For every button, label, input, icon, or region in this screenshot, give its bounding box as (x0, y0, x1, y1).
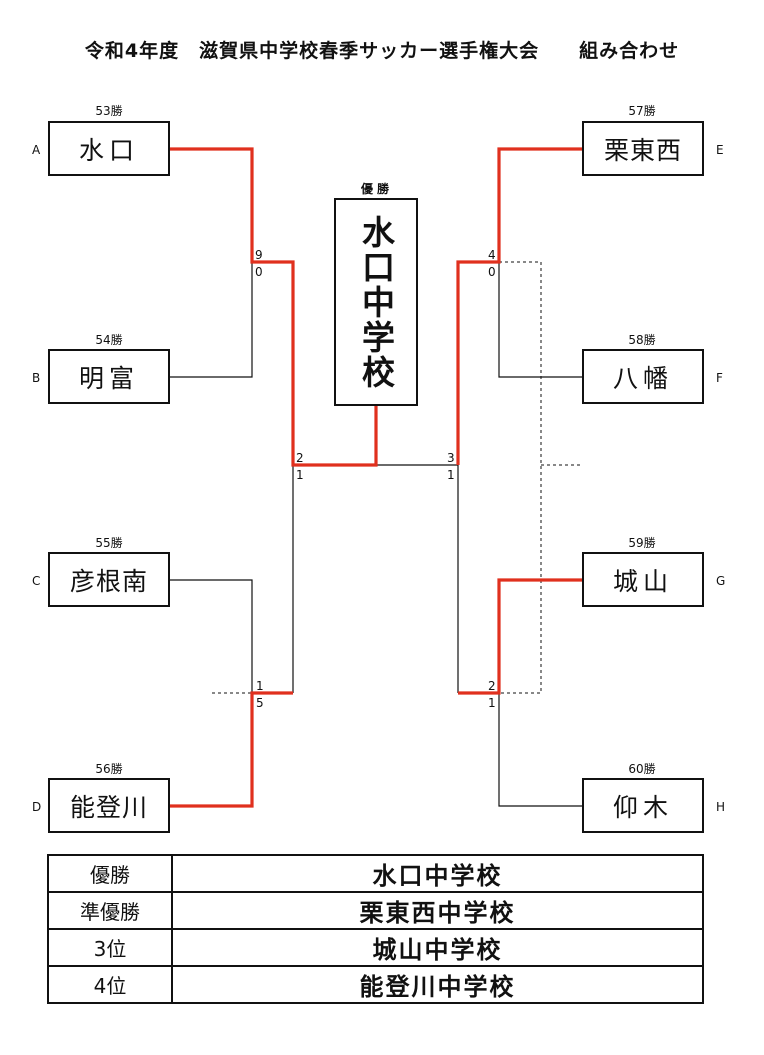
dash-right-1 (499, 261, 542, 694)
champion-name: 水口中学校 (356, 214, 396, 390)
table-row: 4位 能登川中学校 (47, 965, 704, 1004)
rank-cell: 4位 (47, 965, 173, 1004)
win-g (458, 578, 582, 695)
school-cell: 能登川中学校 (171, 965, 704, 1004)
score-ab-bottom: 0 (255, 265, 263, 279)
score-ef-top: 4 (488, 248, 496, 262)
score-ef-bottom: 0 (488, 265, 496, 279)
team-name-h: 仰木 (612, 792, 673, 822)
team-box-g: 城山 (582, 552, 704, 607)
slot-label-h: H (716, 800, 726, 814)
seed-g: 59勝 (628, 536, 656, 550)
win-d (170, 691, 293, 808)
slot-label-e: E (716, 143, 724, 157)
score-gh-bottom: 1 (488, 696, 496, 710)
team-name-g: 城山 (612, 566, 673, 596)
table-row: 3位 城山中学校 (47, 928, 704, 967)
team-box-f: 八幡 (582, 349, 704, 404)
team-name-c: 彦根南 (69, 566, 148, 596)
rank-cell: 優勝 (47, 854, 173, 893)
slot-label-f: F (716, 371, 723, 385)
score-sf-left-top: 2 (296, 451, 304, 465)
school-cell: 栗東西中学校 (171, 891, 704, 930)
team-box-d: 能登川 (48, 778, 170, 833)
score-sf-right-top: 3 (447, 451, 455, 465)
team-name-a: 水口 (78, 135, 139, 165)
seed-c: 55勝 (95, 536, 123, 550)
team-box-e: 栗東西 (582, 121, 704, 176)
champion-label: 優勝 (360, 182, 393, 196)
score-cd-bottom: 5 (256, 696, 264, 710)
win-a (170, 147, 378, 467)
win-e (456, 147, 582, 465)
slot-label-d: D (32, 800, 42, 814)
seed-b: 54勝 (95, 333, 123, 347)
rank-cell: 3位 (47, 928, 173, 967)
team-box-a: 水口 (48, 121, 170, 176)
table-row: 優勝 水口中学校 (47, 854, 704, 893)
champion-box: 水口中学校 (334, 198, 418, 406)
table-row: 準優勝 栗東西中学校 (47, 891, 704, 930)
bracket-title: 令和4年度 滋賀県中学校春季サッカー選手権大会 組み合わせ (84, 40, 680, 62)
score-gh-top: 2 (488, 679, 496, 693)
team-name-d: 能登川 (69, 792, 148, 822)
seed-d: 56勝 (95, 762, 123, 776)
seed-f: 58勝 (628, 333, 656, 347)
seed-e: 57勝 (628, 104, 656, 118)
school-cell: 水口中学校 (171, 854, 704, 893)
team-name-e: 栗東西 (603, 135, 682, 165)
team-name-f: 八幡 (612, 363, 673, 393)
slot-label-c: C (32, 574, 41, 588)
score-ab-top: 9 (255, 248, 263, 262)
slot-label-b: B (32, 371, 41, 385)
seed-h: 60勝 (628, 762, 656, 776)
team-box-c: 彦根南 (48, 552, 170, 607)
slot-label-a: A (32, 143, 41, 157)
team-name-b: 明富 (78, 363, 139, 393)
line-f (498, 262, 582, 378)
line-b (170, 262, 253, 378)
seed-a: 53勝 (95, 104, 123, 118)
line-c (170, 579, 253, 693)
school-cell: 城山中学校 (171, 928, 704, 967)
results-table: 優勝 水口中学校 準優勝 栗東西中学校 3位 城山中学校 4位 能登川中学校 (47, 854, 704, 1004)
score-sf-right-bottom: 1 (447, 468, 455, 482)
slot-label-g: G (716, 574, 726, 588)
score-sf-left-bottom: 1 (296, 468, 304, 482)
rank-cell: 準優勝 (47, 891, 173, 930)
team-box-h: 仰木 (582, 778, 704, 833)
score-cd-top: 1 (256, 679, 264, 693)
line-h (498, 693, 582, 807)
team-box-b: 明富 (48, 349, 170, 404)
